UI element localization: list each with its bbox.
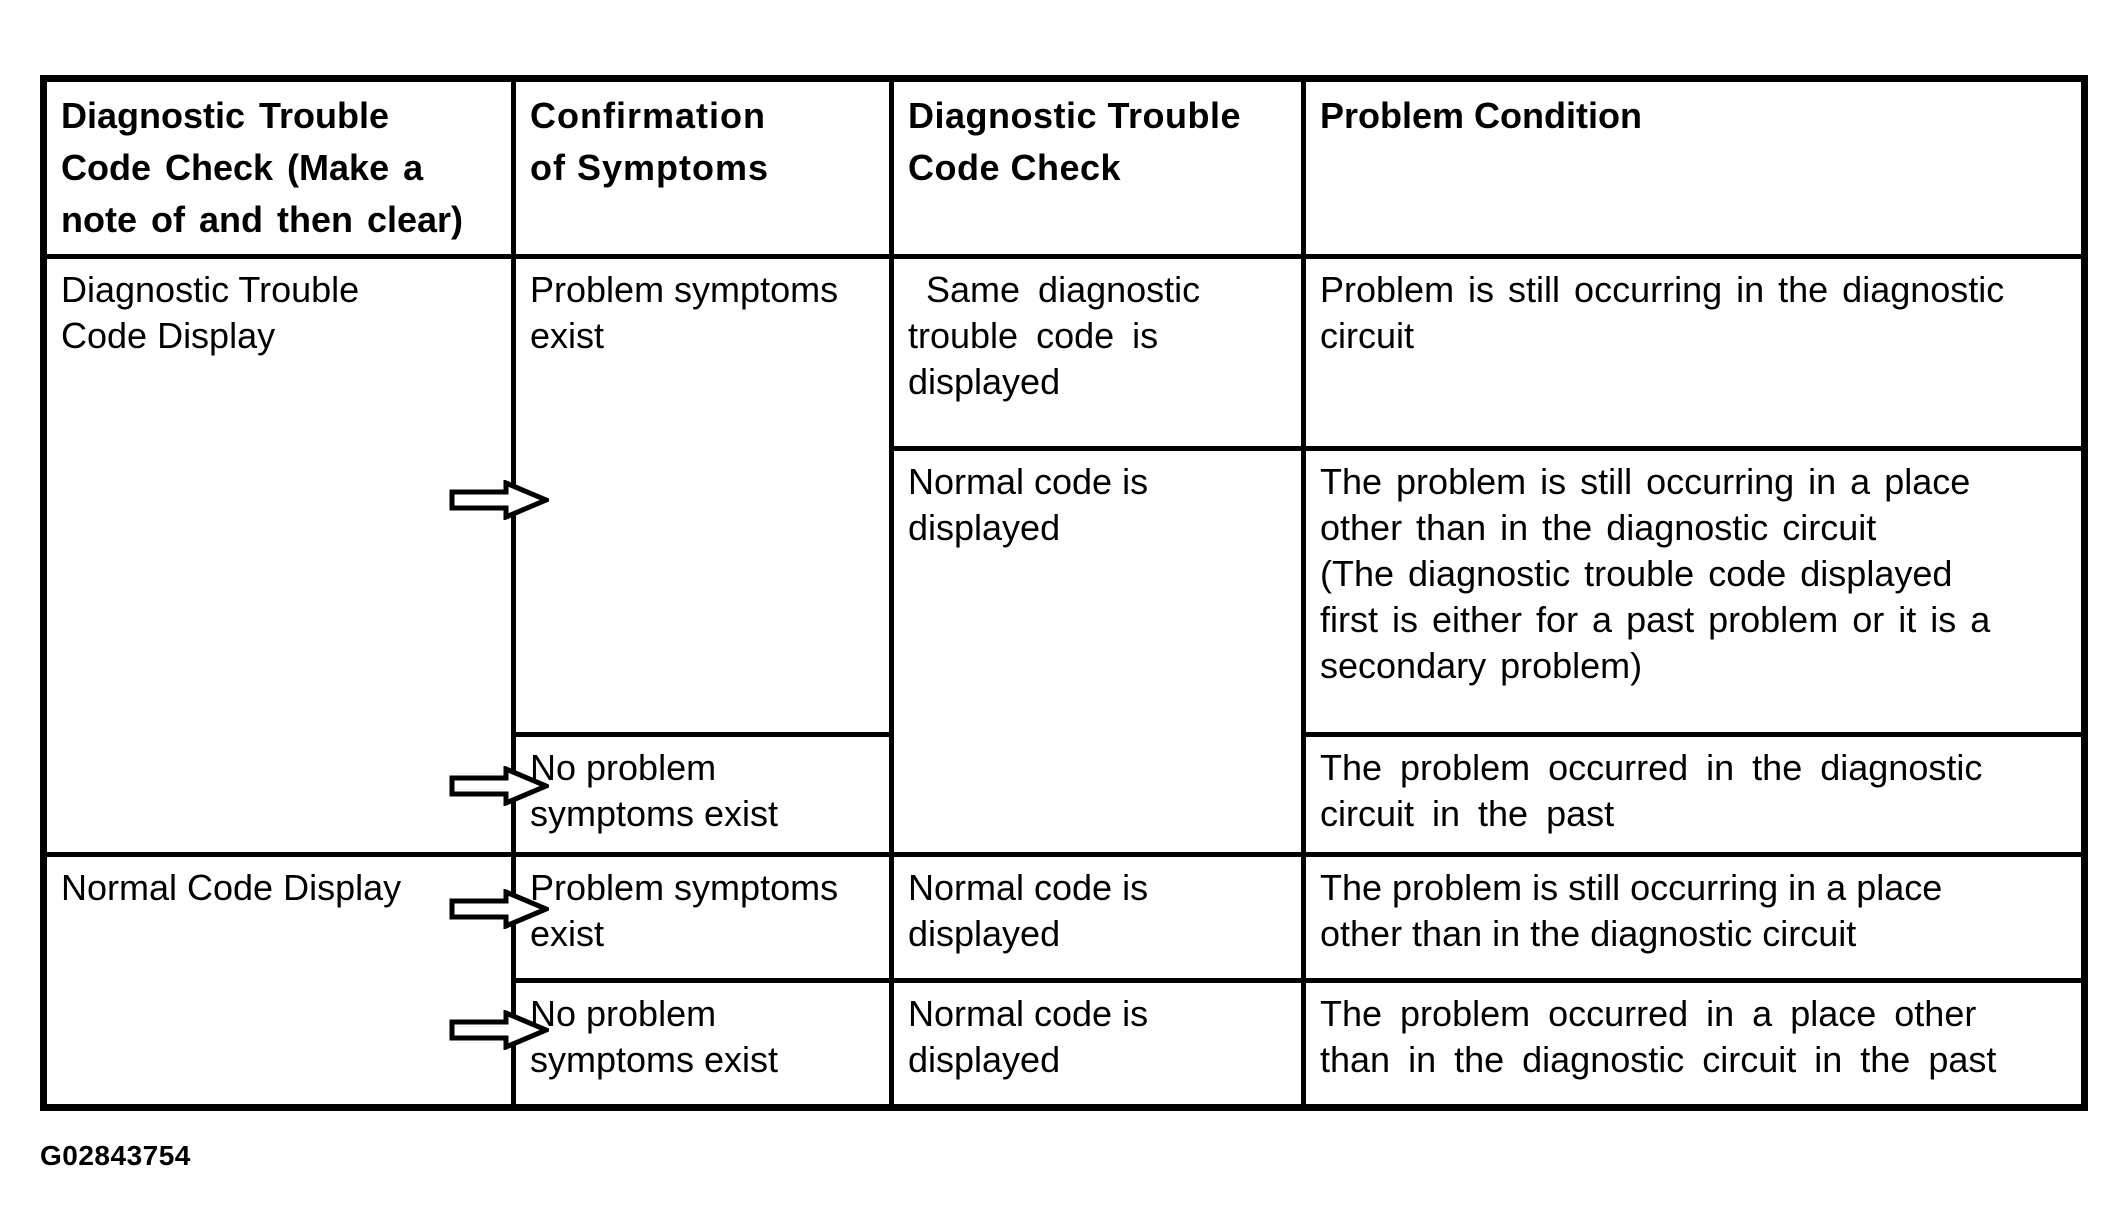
figure-id: G02843754 bbox=[40, 1140, 191, 1171]
cell-problem-occurred-other-place-past: The problem occurred in a place other th… bbox=[1301, 978, 2087, 1110]
right-arrow-icon bbox=[449, 889, 549, 929]
cell-problem-still-occurring-other-place: The problem is still occurring in a plac… bbox=[1301, 852, 2087, 983]
cell-normal-code-displayed-3: Normal code is displayed bbox=[889, 978, 1306, 1110]
cell-same-dtc-displayed: Same diagnostic trouble code is displaye… bbox=[889, 254, 1306, 451]
header-row: Diagnostic Trouble Code Check (Make a no… bbox=[41, 76, 2087, 259]
cell-problem-symptoms-exist-2: Problem symptoms exist bbox=[511, 852, 894, 983]
cell-normal-code-displayed-2: Normal code is displayed bbox=[889, 852, 1306, 983]
right-arrow-icon bbox=[449, 1010, 549, 1050]
header-diagnostic-trouble-code-check: Diagnostic Trouble Code Check bbox=[889, 76, 1306, 259]
table-row: Diagnostic Trouble Code Display Problem … bbox=[41, 254, 2087, 857]
diagnostic-trouble-code-table: Diagnostic Trouble Code Check (Make a no… bbox=[40, 75, 2088, 1111]
table-row: Normal Code Display Problem symptoms exi… bbox=[41, 852, 2087, 1110]
table-row: No problem symptoms exist Normal code is… bbox=[44, 978, 2087, 1110]
cell-problem-still-occurring-diagnostic-circuit: Problem is still occurring in the diagno… bbox=[1301, 254, 2087, 451]
cell-normal-code-displayed-1: Normal code is displayed bbox=[889, 446, 1306, 857]
cell-problem-occurred-in-past: The problem occurred in the diagnostic c… bbox=[1301, 732, 2087, 857]
header-confirmation-of-symptoms: Confirmation of Symptoms bbox=[511, 76, 894, 259]
cell-problem-symptoms-exist-1: Problem symptoms exist bbox=[511, 254, 894, 737]
cell-problem-occurring-other-place: The problem is still occurring in a plac… bbox=[1301, 446, 2087, 737]
diagnostic-table-container: Diagnostic Trouble Code Check (Make a no… bbox=[40, 75, 2088, 1111]
right-arrow-icon bbox=[449, 766, 549, 806]
right-arrow-icon bbox=[449, 480, 549, 520]
cell-no-problem-symptoms-exist-2: No problem symptoms exist bbox=[511, 978, 894, 1110]
cell-no-problem-symptoms-exist-1: No problem symptoms exist bbox=[511, 732, 894, 857]
cell-normal-code-display: Normal Code Display bbox=[41, 852, 516, 1110]
table-row: Normal code is displayed The problem is … bbox=[44, 446, 2087, 857]
cell-dtc-display: Diagnostic Trouble Code Display bbox=[41, 254, 516, 857]
table-row: No problem symptoms exist The problem oc… bbox=[44, 732, 2087, 857]
header-problem-condition: Problem Condition bbox=[1301, 76, 2087, 259]
header-dtc-check-note-clear: Diagnostic Trouble Code Check (Make a no… bbox=[41, 76, 516, 259]
